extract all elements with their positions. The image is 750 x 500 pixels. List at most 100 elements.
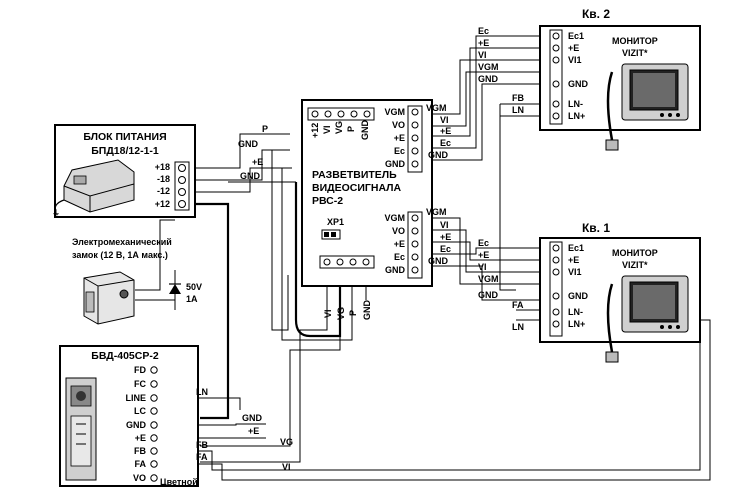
wire-label-mid-vgm: VGM <box>426 207 447 217</box>
wire-label-m1-fa: FA <box>512 300 524 310</box>
wire-vg-down <box>200 265 341 447</box>
vo-note: Цветной <box>160 477 198 487</box>
wire-label-m1-ln: LN <box>512 322 524 332</box>
wire-label-m2-ec: Ec <box>478 26 489 36</box>
apt1-pin-ec1: Ec1 <box>568 243 584 253</box>
splitter-title-1: РАЗВЕТВИТЕЛЬ <box>312 169 397 181</box>
panel-pin-pe: +E <box>135 433 146 443</box>
psu-pin-label-4: +12 <box>155 199 170 209</box>
out1-pin-vo: VO <box>392 120 405 130</box>
apt2-pin-ln-minus: LN- <box>568 99 583 109</box>
panel-pin-fa: FA <box>134 459 146 469</box>
psu-pin-label-3: -12 <box>157 186 170 196</box>
wire-label-m1-vgm: VGM <box>478 274 499 284</box>
call-panel-icon <box>65 377 97 481</box>
wire-label-top-vgm: VGM <box>426 103 447 113</box>
wire-mid-vgm <box>420 217 555 285</box>
panel-pin-fc: FC <box>134 379 146 389</box>
splitter-title-2: ВИДЕОСИГНАЛА <box>312 182 402 194</box>
wire-label-psu-pe: +E <box>252 157 263 167</box>
bottom-pin-vg: VG <box>336 307 346 320</box>
panel-pin-lc: LC <box>134 406 146 416</box>
power-supply-block: БЛОК ПИТАНИЯ БПД18/12-1-1 ⏚ +18 -18 -12 … <box>52 124 196 218</box>
wire-label-mid-gnd: GND <box>428 256 449 266</box>
panel-pin-fd: FD <box>134 365 146 375</box>
out2-pin-vo: VO <box>392 226 405 236</box>
wire-panel-fa <box>158 319 711 481</box>
apt2-terminals <box>549 29 563 125</box>
wire-psu-gnd <box>193 149 290 181</box>
call-panel-block: БВД-405СР-2 FD FC LINE LC GND +E FB FA V… <box>59 345 199 487</box>
wire-label-panel-vi: VI <box>282 462 291 472</box>
wire-label-m2-pe: +E <box>478 38 489 48</box>
apt1-monitor-label-1: МОНИТОР <box>612 248 658 258</box>
wire-label-top-gnd: GND <box>428 150 449 160</box>
splitter-top-pin-3: VG <box>334 121 344 134</box>
wire-top-gnd <box>420 83 555 161</box>
out2-pin-pe: +E <box>394 239 405 249</box>
wire-lock-1 <box>135 219 175 291</box>
apt2-pin-vi1: VI1 <box>568 55 582 65</box>
splitter-top-pin-5: GND <box>360 120 370 141</box>
out2-pin-gnd: GND <box>385 265 406 275</box>
apt2-pin-ln-plus: LN+ <box>568 111 585 121</box>
apt2-monitor-label-2: VIZIT* <box>622 48 648 58</box>
wire-label-m1-vi: VI <box>478 262 487 272</box>
wire-label-m2-ln: LN <box>512 105 524 115</box>
wire-label-top-ec: Ec <box>440 138 451 148</box>
wire-label-psu-p: P <box>262 124 268 134</box>
wire-p-down <box>262 149 289 331</box>
wire-label-mid-vi: VI <box>440 220 449 230</box>
wire-label-psu-gnd: GND <box>238 139 259 149</box>
wire-mid-gnd <box>420 265 555 301</box>
out1-pin-pe: +E <box>394 133 405 143</box>
out2-pin-vgm: VGM <box>384 213 405 223</box>
wire-gnd-down <box>250 167 353 341</box>
wire-label-m2-vgm: VGM <box>478 62 499 72</box>
trunk-wire <box>193 202 230 420</box>
wire-label-m2-fb: FB <box>512 93 524 103</box>
splitter-block: +12 VI VG P GND VGM VO +E Ec GND РАЗВЕТВ… <box>301 99 433 287</box>
wire-label-panel-ln: LN <box>196 387 208 397</box>
wire-mid-ec <box>420 247 555 255</box>
lock-icon <box>83 271 135 325</box>
apt1-pin-ln-minus: LN- <box>568 307 583 317</box>
bottom-pin-gnd: GND <box>362 300 372 321</box>
out1-pin-vgm: VGM <box>384 107 405 117</box>
power-supply-title-1: БЛОК ПИТАНИЯ <box>83 131 166 143</box>
wire-label-m1-ec: Ec <box>478 238 489 248</box>
apt2-pin-gnd: GND <box>568 79 589 89</box>
apt1-monitor-label-2: VIZIT* <box>622 260 648 270</box>
monitor-apt1-block: Кв. 1 МОНИТОР VIZIT* Ec1 +E VI1 GND LN- … <box>539 221 701 363</box>
apt2-monitor-label-1: МОНИТОР <box>612 36 658 46</box>
lock-label-2: замок (12 В, 1А макс.) <box>72 250 168 260</box>
wire-label-panel-gnd: GND <box>242 413 263 423</box>
apt1-pin-ln-plus: LN+ <box>568 319 585 329</box>
wire-psu-p <box>193 133 290 169</box>
diode-icon <box>169 270 181 310</box>
wire-label-m2-gnd: GND <box>478 74 499 84</box>
wire-mid-pe <box>420 241 555 261</box>
apt2-title: Кв. 2 <box>582 7 610 21</box>
wire-label-panel-fb: FB <box>196 440 208 450</box>
wire-label-psu-gnd2: GND <box>240 171 261 181</box>
jumper-label: XP1 <box>327 217 344 227</box>
splitter-title-3: РВС-2 <box>312 195 343 207</box>
power-supply-icon: ⏚ <box>52 159 135 218</box>
wire-label-panel-vg: VG <box>280 437 293 447</box>
out1-pin-ec: Ec <box>394 146 405 156</box>
splitter-out2-terminals <box>407 211 423 279</box>
psu-pin-label-2: -18 <box>157 174 170 184</box>
panel-terminals <box>150 366 158 482</box>
panel-pin-vo: VO <box>133 473 146 483</box>
bottom-pin-vi: VI <box>323 309 333 318</box>
out1-pin-gnd: GND <box>385 159 406 169</box>
power-supply-title-2: БПД18/12-1-1 <box>91 145 159 157</box>
splitter-out1-terminals <box>407 105 423 173</box>
apt1-title: Кв. 1 <box>582 221 610 235</box>
splitter-top-pin-2: VI <box>322 125 332 134</box>
wire-vi-down <box>200 265 328 463</box>
wire-label-m1-gnd: GND <box>478 290 499 300</box>
wire-top-pe <box>420 47 555 137</box>
splitter-bottom-terminals <box>319 255 375 269</box>
